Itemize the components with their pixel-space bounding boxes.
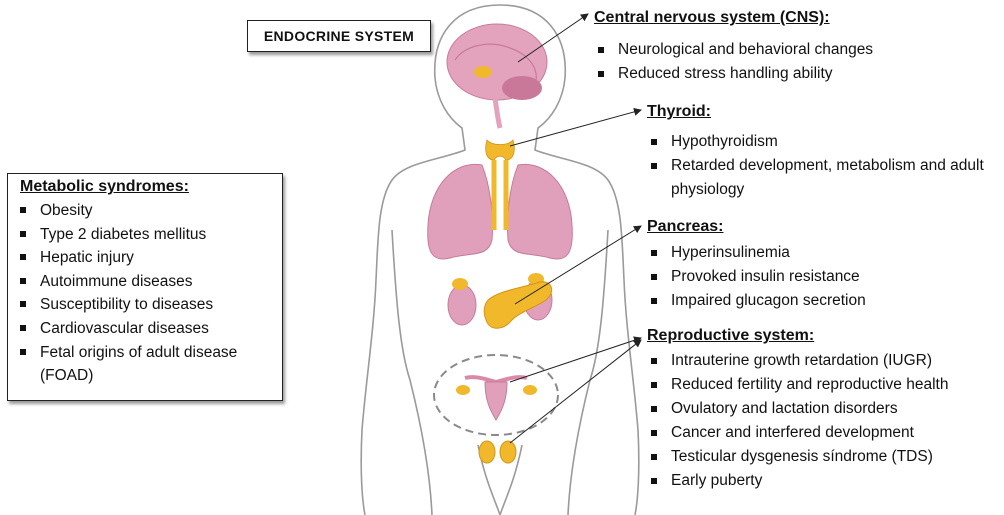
arrow-pancreas: [515, 226, 641, 304]
arrow-reproductive-testes: [510, 340, 641, 443]
metabolic-item: Obesity: [16, 199, 274, 223]
cns-list: Neurological and behavioral changes Redu…: [596, 38, 873, 86]
reproductive-item: Cancer and interfered development: [649, 421, 948, 445]
thyroid-item: Retarded development, metabolism and adu…: [649, 154, 1001, 202]
pancreas-list: Hyperinsulinemia Provoked insulin resist…: [649, 241, 866, 313]
metabolic-item: Susceptibility to diseases: [16, 293, 274, 317]
metabolic-item: Type 2 diabetes mellitus: [16, 223, 274, 247]
cns-heading: Central nervous system (CNS):: [594, 9, 873, 27]
arrow-reproductive-uterus: [510, 338, 641, 382]
pancreas-item: Impaired glucagon secretion: [649, 289, 866, 313]
reproductive-item: Early puberty: [649, 469, 948, 493]
pancreas-heading: Pancreas:: [647, 218, 866, 236]
diagram-title: ENDOCRINE SYSTEM: [247, 20, 431, 52]
thyroid-section: Thyroid: Hypothyroidism Retarded develop…: [647, 103, 1001, 202]
metabolic-list: Obesity Type 2 diabetes mellitus Hepatic…: [16, 199, 274, 388]
metabolic-syndromes-box: Metabolic syndromes: Obesity Type 2 diab…: [7, 173, 283, 401]
reproductive-item: Intrauterine growth retardation (IUGR): [649, 349, 948, 373]
arrow-cns: [518, 14, 588, 62]
reproductive-heading: Reproductive system:: [647, 327, 948, 345]
pancreas-section: Pancreas: Hyperinsulinemia Provoked insu…: [647, 218, 866, 313]
reproductive-item: Reduced fertility and reproductive healt…: [649, 373, 948, 397]
cns-item: Neurological and behavioral changes: [596, 38, 873, 62]
metabolic-heading: Metabolic syndromes:: [20, 178, 274, 196]
thyroid-heading: Thyroid:: [647, 103, 1001, 121]
thyroid-list: Hypothyroidism Retarded development, met…: [649, 130, 1001, 202]
cns-item: Reduced stress handling ability: [596, 62, 873, 86]
reproductive-item: Testicular dysgenesis síndrome (TDS): [649, 445, 948, 469]
reproductive-section: Reproductive system: Intrauterine growth…: [647, 327, 948, 493]
thyroid-item: Hypothyroidism: [649, 130, 1001, 154]
pancreas-item: Hyperinsulinemia: [649, 241, 866, 265]
cns-section: Central nervous system (CNS): Neurologic…: [594, 9, 873, 86]
metabolic-item: Hepatic injury: [16, 246, 274, 270]
metabolic-item: Autoimmune diseases: [16, 270, 274, 294]
reproductive-item: Ovulatory and lactation disorders: [649, 397, 948, 421]
arrow-thyroid: [510, 110, 641, 146]
pancreas-item: Provoked insulin resistance: [649, 265, 866, 289]
metabolic-item: Cardiovascular diseases: [16, 317, 274, 341]
metabolic-item: Fetal origins of adult disease (FOAD): [16, 341, 274, 388]
reproductive-list: Intrauterine growth retardation (IUGR) R…: [649, 349, 948, 493]
